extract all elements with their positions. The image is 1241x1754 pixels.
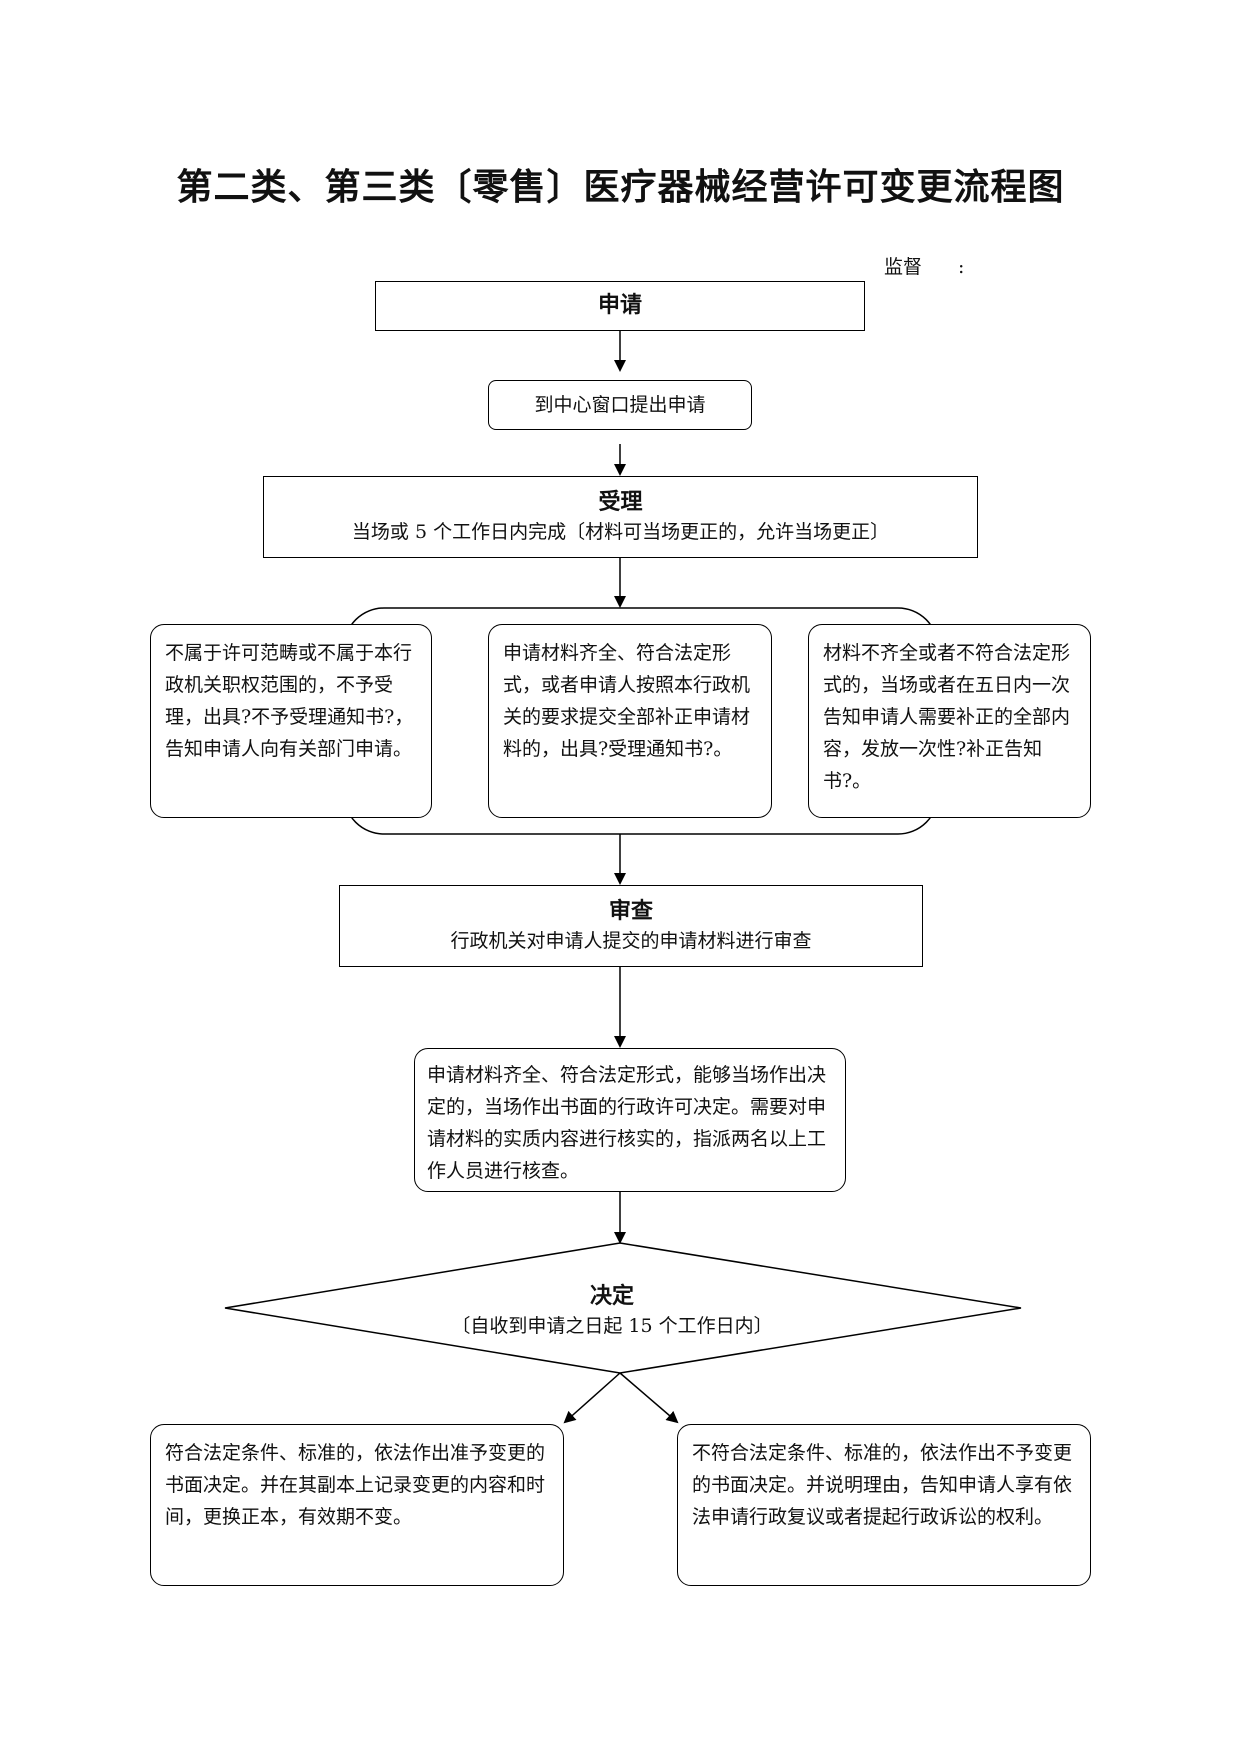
branch-accepted-box: 申请材料齐全、符合法定形式，或者申请人按照本行政机关的要求提交全部补正申请材料的… <box>488 624 772 818</box>
decision-heading: 决定 <box>589 1284 634 1309</box>
decision-subtext: 〔自收到申请之日起 15 个工作日内〕 <box>451 1315 773 1337</box>
apply-box: 申请 <box>375 281 865 331</box>
arrow-decision-deny <box>619 1372 679 1424</box>
accept-heading: 受理 <box>598 490 643 515</box>
branch-supplement-box: 材料不齐全或者不符合法定形式的，当场或者在五日内一次告知申请人需要补正的全部内容… <box>808 624 1091 818</box>
window-text: 到中心窗口提出申请 <box>534 394 706 416</box>
review-box: 审查 行政机关对申请人提交的申请材料进行审查 <box>339 885 923 967</box>
review-heading: 审查 <box>608 899 653 924</box>
supervise-label: 监督: <box>884 252 964 279</box>
arrow-decision-approve <box>563 1372 621 1424</box>
accept-subtext: 当场或 5 个工作日内完成〔材料可当场更正的，允许当场更正〕 <box>351 521 890 543</box>
accept-box: 受理 当场或 5 个工作日内完成〔材料可当场更正的，允许当场更正〕 <box>263 476 978 558</box>
branch-reject-box: 不属于许可范畴或不属于本行政机关职权范围的，不予受理，出具?不予受理通知书?，告… <box>150 624 432 818</box>
decision-label: 决定 〔自收到申请之日起 15 个工作日内〕 <box>200 1282 1024 1340</box>
window-box: 到中心窗口提出申请 <box>488 380 752 430</box>
supervise-text: 监督 <box>884 256 923 278</box>
outcome-deny-box: 不符合法定条件、标准的，依法作出不予变更的书面决定。并说明理由，告知申请人享有依… <box>677 1424 1091 1586</box>
review-note-box: 申请材料齐全、符合法定形式，能够当场作出决定的，当场作出书面的行政许可决定。需要… <box>414 1048 846 1192</box>
supervise-colon: : <box>958 256 965 278</box>
outcome-approve-box: 符合法定条件、标准的，依法作出准予变更的书面决定。并在其副本上记录变更的内容和时… <box>150 1424 564 1586</box>
page-title: 第二类、第三类〔零售〕医疗器械经营许可变更流程图 <box>176 166 1065 208</box>
apply-heading: 申请 <box>597 293 642 318</box>
review-subtext: 行政机关对申请人提交的申请材料进行审查 <box>450 930 812 952</box>
